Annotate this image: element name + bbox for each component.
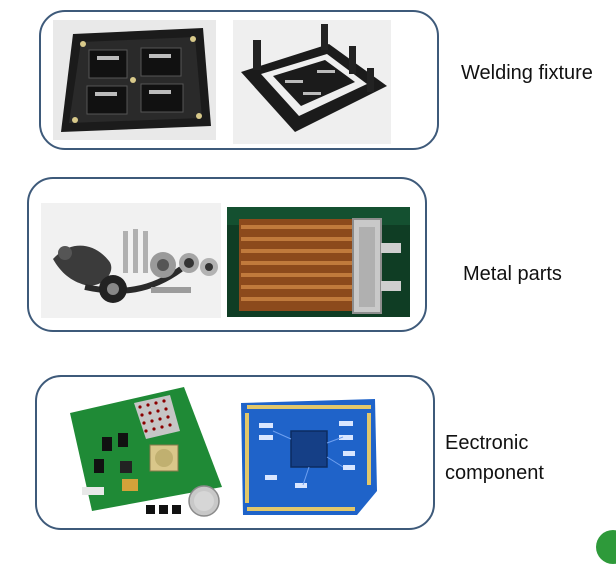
metal-parts-photo-1 [41, 203, 221, 318]
electronic-component-label-line2: component [445, 462, 544, 484]
welding-fixture-photo-2 [233, 20, 391, 144]
metal-parts-photo-2 [227, 207, 410, 317]
electronic-component-photo-1 [62, 383, 230, 526]
welding-fixture-label: Welding fixture [461, 62, 593, 84]
electronic-component-label-line1: Eectronic [445, 432, 529, 454]
welding-fixture-photo-1 [53, 20, 216, 140]
metal-parts-label: Metal parts [463, 263, 562, 285]
electronic-component-photo-2 [239, 391, 379, 519]
corner-decoration [596, 530, 616, 564]
